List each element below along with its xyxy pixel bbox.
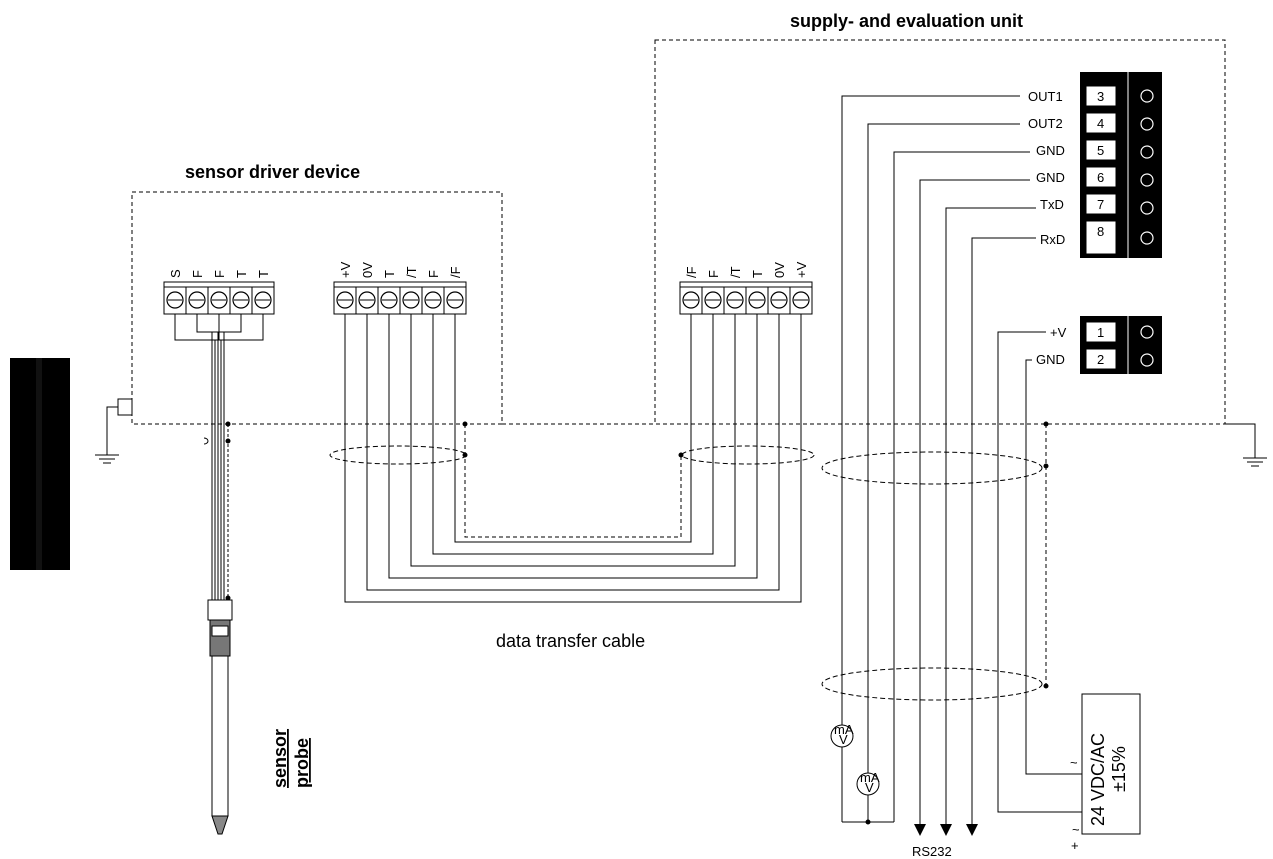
output-labels: OUT1 3 OUT2 4 GND 5 GND 6 TxD 7 RxD 8	[1028, 89, 1104, 247]
output-terminal-block	[1080, 72, 1162, 258]
sensor-terminal-block	[163, 281, 275, 315]
sensor-probe	[207, 599, 233, 835]
output-label: OUT2	[1028, 116, 1063, 131]
terminal-label: +V	[338, 261, 353, 278]
supply-plus-symbol: +	[1071, 838, 1079, 853]
supply-ac-symbol: ~	[1072, 822, 1080, 837]
power-label: +V	[1050, 325, 1067, 340]
terminal-label: 0V	[772, 262, 787, 278]
supply-ac-symbol: ~	[1070, 755, 1078, 770]
terminal-label: F	[706, 270, 721, 278]
terminal-label: 0V	[360, 262, 375, 278]
output-label: GND	[1036, 170, 1065, 185]
terminal-number: 3	[1097, 89, 1104, 104]
terminal-label: /F	[684, 266, 699, 278]
terminal-label: F	[426, 270, 441, 278]
power-supply-box	[1081, 693, 1141, 835]
sensor-probe-label: probe	[292, 738, 312, 788]
terminal-label: /T	[404, 266, 419, 278]
terminal-label: T	[750, 270, 765, 278]
terminal-label: S	[168, 269, 183, 278]
meter-ma-v-2: mA V	[856, 770, 880, 796]
terminal-label: +V	[794, 261, 809, 278]
output-label: OUT1	[1028, 89, 1063, 104]
driver-terminal-labels: +V 0V T /T F /F	[338, 261, 463, 278]
terminal-number: 5	[1097, 143, 1104, 158]
unit-terminal-labels: /F F /T T 0V +V	[684, 261, 809, 278]
meter-ma-v-1: mA V	[830, 722, 854, 748]
output-label: GND	[1036, 143, 1065, 158]
output-wiring	[821, 95, 1082, 825]
meter-label: V	[839, 732, 848, 747]
terminal-label: T	[256, 270, 271, 278]
meter-label: V	[865, 780, 874, 795]
supply-unit-title: supply- and evaluation unit	[790, 11, 1023, 31]
terminal-number: 2	[1097, 352, 1104, 367]
terminal-label: F	[212, 270, 227, 278]
terminal-label: T	[382, 270, 397, 278]
power-labels: +V 1 GND 2	[1036, 325, 1104, 367]
power-terminal-block	[1080, 316, 1162, 374]
terminal-number: 8	[1097, 224, 1104, 239]
sensor-terminal-labels: S F F T T	[168, 269, 271, 278]
supply-unit-box	[654, 39, 1226, 425]
rs232-label: RS232	[912, 844, 952, 859]
terminal-label: F	[190, 270, 205, 278]
data-transfer-cable-wires	[329, 314, 815, 603]
unit-cable-terminal-block	[679, 281, 813, 315]
terminal-label: T	[234, 270, 249, 278]
terminal-label: /T	[728, 266, 743, 278]
output-label: RxD	[1040, 232, 1065, 247]
power-supply-tolerance: ±15%	[1109, 746, 1129, 792]
sensor-driver-title: sensor driver device	[185, 162, 360, 182]
data-cable-label: data transfer cable	[496, 631, 645, 651]
output-label: TxD	[1040, 197, 1064, 212]
terminal-number: 6	[1097, 170, 1104, 185]
terminal-label: /F	[448, 266, 463, 278]
driver-cable-terminal-block	[333, 281, 467, 315]
power-supply-label: 24 VDC/AC	[1088, 733, 1108, 826]
meter-label: mA	[834, 722, 854, 737]
meter-label: mA	[860, 770, 880, 785]
sensor-probe-label: sensor	[270, 729, 290, 788]
sensor-probe-wiring	[174, 314, 264, 601]
sensor-driver-box	[131, 191, 503, 425]
left-ground-symbol	[94, 398, 133, 464]
power-label: GND	[1036, 352, 1065, 367]
terminal-number: 7	[1097, 197, 1104, 212]
rs232-arrows	[914, 800, 978, 836]
terminal-number: 4	[1097, 116, 1104, 131]
right-ground-symbol	[1225, 423, 1268, 467]
terminal-number: 1	[1097, 325, 1104, 340]
